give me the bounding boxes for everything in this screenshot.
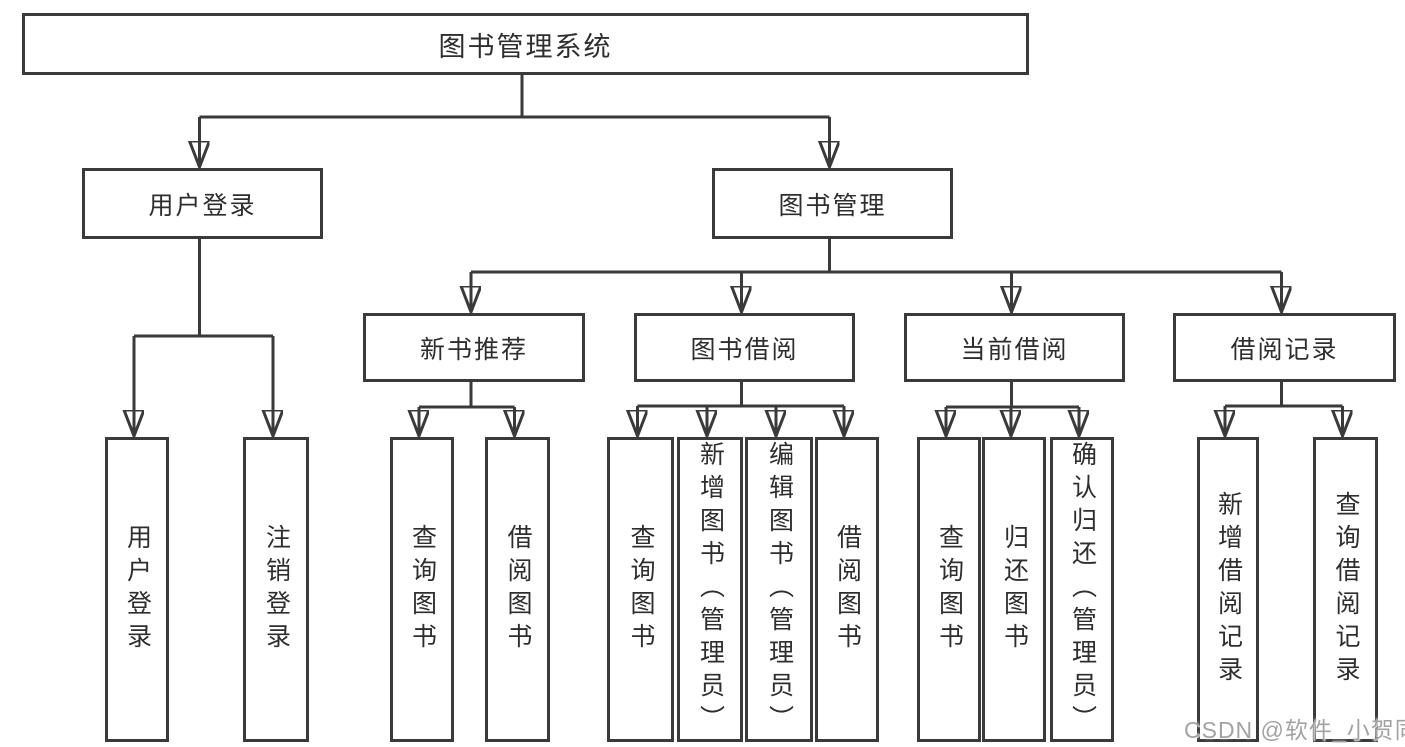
node-book-borrowing: 图书借阅 <box>634 313 855 382</box>
csdn-watermark: CSDN @软件_小贺同学 <box>1184 717 1405 743</box>
connector-user-login-children <box>134 231 273 436</box>
node-book-management: 图书管理 <box>712 168 953 239</box>
node-label: 查询借阅记录 <box>1332 490 1360 689</box>
node-label: 编辑图书（管理员） <box>765 441 794 738</box>
node-label: 借阅记录 <box>1230 335 1339 364</box>
connector-book-management-children <box>471 231 1282 312</box>
node-label: 图书管理系统 <box>438 31 613 62</box>
node-borrow-records: 借阅记录 <box>1173 313 1396 382</box>
node-label: 用户登录 <box>148 191 257 220</box>
node-label: 新增借阅记录 <box>1214 490 1243 689</box>
node-leaf-query-books-bb: 查询图书 <box>607 437 674 742</box>
node-leaf-add-book-admin: 新增图书（管理员） <box>677 437 743 742</box>
connector-new-books-children <box>419 374 515 436</box>
node-leaf-return-book: 归还图书 <box>982 437 1046 742</box>
node-leaf-query-books-cb: 查询图书 <box>917 437 981 742</box>
node-label: 新增图书（管理员） <box>696 441 725 738</box>
node-book-management-system: 图书管理系统 <box>22 13 1029 75</box>
node-label: 借阅图书 <box>833 523 862 656</box>
node-leaf-edit-book-admin: 编辑图书（管理员） <box>745 437 813 742</box>
node-label: 查询图书 <box>408 523 437 656</box>
connector-root-to-level2 <box>200 68 830 167</box>
node-leaf-confirm-return-admin: 确认归还（管理员） <box>1050 437 1114 742</box>
connector-book-borrowing-children <box>638 374 845 436</box>
node-leaf-query-books-nb: 查询图书 <box>390 437 454 742</box>
node-label: 归还图书 <box>1000 523 1029 656</box>
node-label: 查询图书 <box>935 523 964 656</box>
node-label: 图书管理 <box>778 191 887 220</box>
node-user-login: 用户登录 <box>82 168 323 239</box>
node-leaf-borrow-books-nb: 借阅图书 <box>485 437 550 742</box>
node-label: 用户登录 <box>123 523 152 656</box>
node-current-borrowing: 当前借阅 <box>904 313 1125 382</box>
connector-trunk <box>134 231 273 338</box>
node-label: 注销登录 <box>262 523 291 656</box>
connector-borrow-records-children <box>1225 374 1343 436</box>
node-label: 当前借阅 <box>960 335 1069 364</box>
node-new-book-recommend: 新书推荐 <box>363 313 585 382</box>
node-label: 新书推荐 <box>419 335 528 364</box>
node-leaf-logout: 注销登录 <box>243 437 309 742</box>
node-leaf-borrow-books-bb: 借阅图书 <box>815 437 879 742</box>
node-leaf-user-login: 用户登录 <box>105 437 169 742</box>
node-label: 确认归还（管理员） <box>1068 441 1097 738</box>
node-label: 借阅图书 <box>504 523 532 656</box>
node-leaf-query-borrow-record: 查询借阅记录 <box>1313 437 1378 742</box>
connector-current-borrowing-children <box>946 374 1079 436</box>
node-label: 查询图书 <box>627 523 655 656</box>
node-label: 图书借阅 <box>690 335 799 364</box>
node-leaf-add-borrow-record: 新增借阅记录 <box>1197 437 1259 742</box>
connector-trunk <box>199 68 830 119</box>
